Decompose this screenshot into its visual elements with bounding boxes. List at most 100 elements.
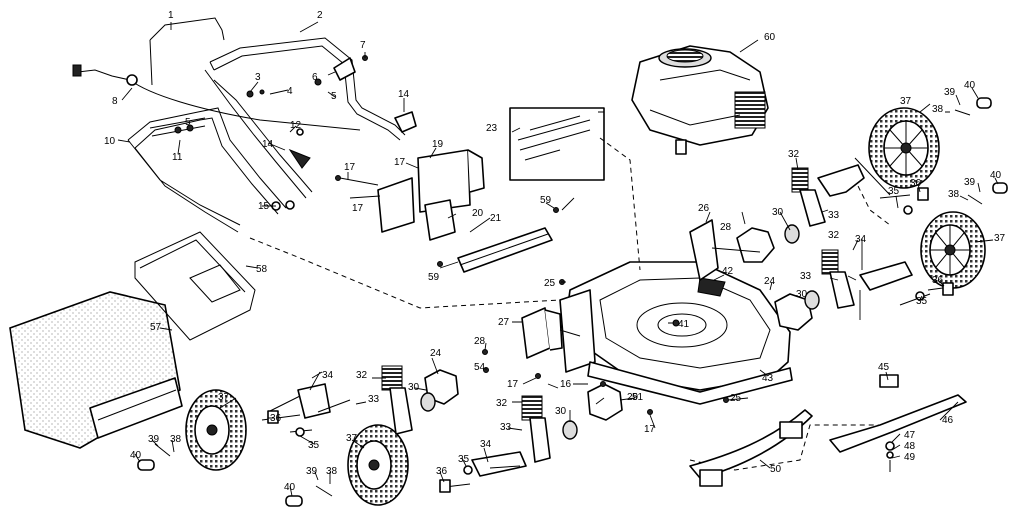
wheel-rear-left [185,389,247,471]
label-32a: 32 [788,149,800,160]
label-32b: 32 [828,230,840,241]
label-38c: 38 [170,434,182,445]
label-36c: 36 [270,413,282,424]
label-33c: 33 [368,394,380,405]
label-39a: 39 [944,87,956,98]
label-26: 26 [698,203,710,214]
label-14a: 14 [398,89,410,100]
label-17a: 17 [344,162,356,173]
box-leader-line [599,137,641,271]
label-24a: 24 [764,276,776,287]
label-41: 41 [678,319,690,330]
deflector-bracket [437,207,559,273]
baffle [689,409,813,487]
label-29: 29 [627,392,639,403]
label-45: 45 [878,362,890,373]
label-14b: 14 [262,139,274,150]
label-37d: 37 [346,433,358,444]
label-36b: 36 [932,275,944,286]
mower-blade [829,374,967,472]
height-adjuster-fr [821,249,913,309]
label-49: 49 [904,452,916,463]
label-40c: 40 [130,450,142,461]
label-20: 20 [472,208,484,219]
control-bracket [335,149,485,241]
label-35d: 35 [458,454,470,465]
label-40d: 40 [284,482,296,493]
label-5a: 5 [331,91,337,102]
label-1: 1 [168,10,174,21]
label-39b: 39 [964,177,976,188]
label-47: 47 [904,430,916,441]
label-51: 51 [632,392,644,403]
label-27: 27 [498,317,510,328]
label-36d: 36 [436,466,448,477]
label-24b: 24 [430,348,442,359]
wheel-front-left [347,424,409,506]
label-58: 58 [256,264,268,275]
label-30a: 30 [772,207,784,218]
label-37b: 37 [994,233,1006,244]
label-17d: 17 [507,379,519,390]
wheel-front-right [920,211,986,289]
label-30b: 30 [796,289,808,300]
label-17e: 17 [644,424,656,435]
axles-and-hardware [137,97,1008,507]
label-7: 7 [360,40,366,51]
label-inset-box [509,107,605,181]
wheel-rear-right [868,107,940,189]
label-17b: 17 [394,157,406,168]
label-54: 54 [474,362,486,373]
label-23: 23 [486,123,498,134]
label-2: 2 [317,10,323,21]
label-33d: 33 [500,422,512,433]
cable-clip-icon [126,74,138,86]
height-adjuster-rl [267,365,413,435]
label-15: 15 [258,201,270,212]
label-46: 46 [942,415,954,426]
label-4: 4 [287,86,293,97]
label-19: 19 [432,139,444,150]
label-35a: 35 [888,186,900,197]
label-35b: 35 [916,296,928,307]
label-37c: 37 [218,392,230,403]
label-39c: 39 [148,434,160,445]
grass-bag [9,291,183,449]
label-50: 50 [770,464,782,475]
callout-labels: 1 2 3 4 5 5 6 7 8 10 11 12 14 14 15 17 1… [104,10,1006,493]
label-30d: 30 [555,406,567,417]
label-34c: 34 [480,439,492,450]
label-33a: 33 [828,210,840,221]
label-33b: 33 [800,271,812,282]
label-42: 42 [722,266,734,277]
label-37a: 37 [900,96,912,107]
label-43: 43 [762,373,774,384]
label-40b: 40 [990,170,1002,181]
label-16: 16 [560,379,572,390]
label-32c: 32 [356,370,368,381]
lower-handle-bar [127,107,287,233]
label-28a: 28 [720,222,732,233]
label-34b: 34 [322,370,334,381]
label-38a: 38 [932,104,944,115]
label-6: 6 [312,72,318,83]
label-59a: 59 [540,195,552,206]
label-5b: 5 [185,117,191,128]
label-10: 10 [104,136,116,147]
label-40a: 40 [964,80,976,91]
label-30c: 30 [408,382,420,393]
leader-lines [117,21,999,497]
label-28b: 28 [474,336,486,347]
label-21: 21 [490,213,502,224]
label-34a: 34 [855,234,867,245]
upper-handle-bar [149,17,406,199]
label-48: 48 [904,441,916,452]
label-59b: 59 [428,272,440,283]
label-60: 60 [764,32,776,43]
label-35c: 35 [308,440,320,451]
height-adjuster-fl [471,395,551,477]
label-12: 12 [290,120,302,131]
label-39d: 39 [306,466,318,477]
